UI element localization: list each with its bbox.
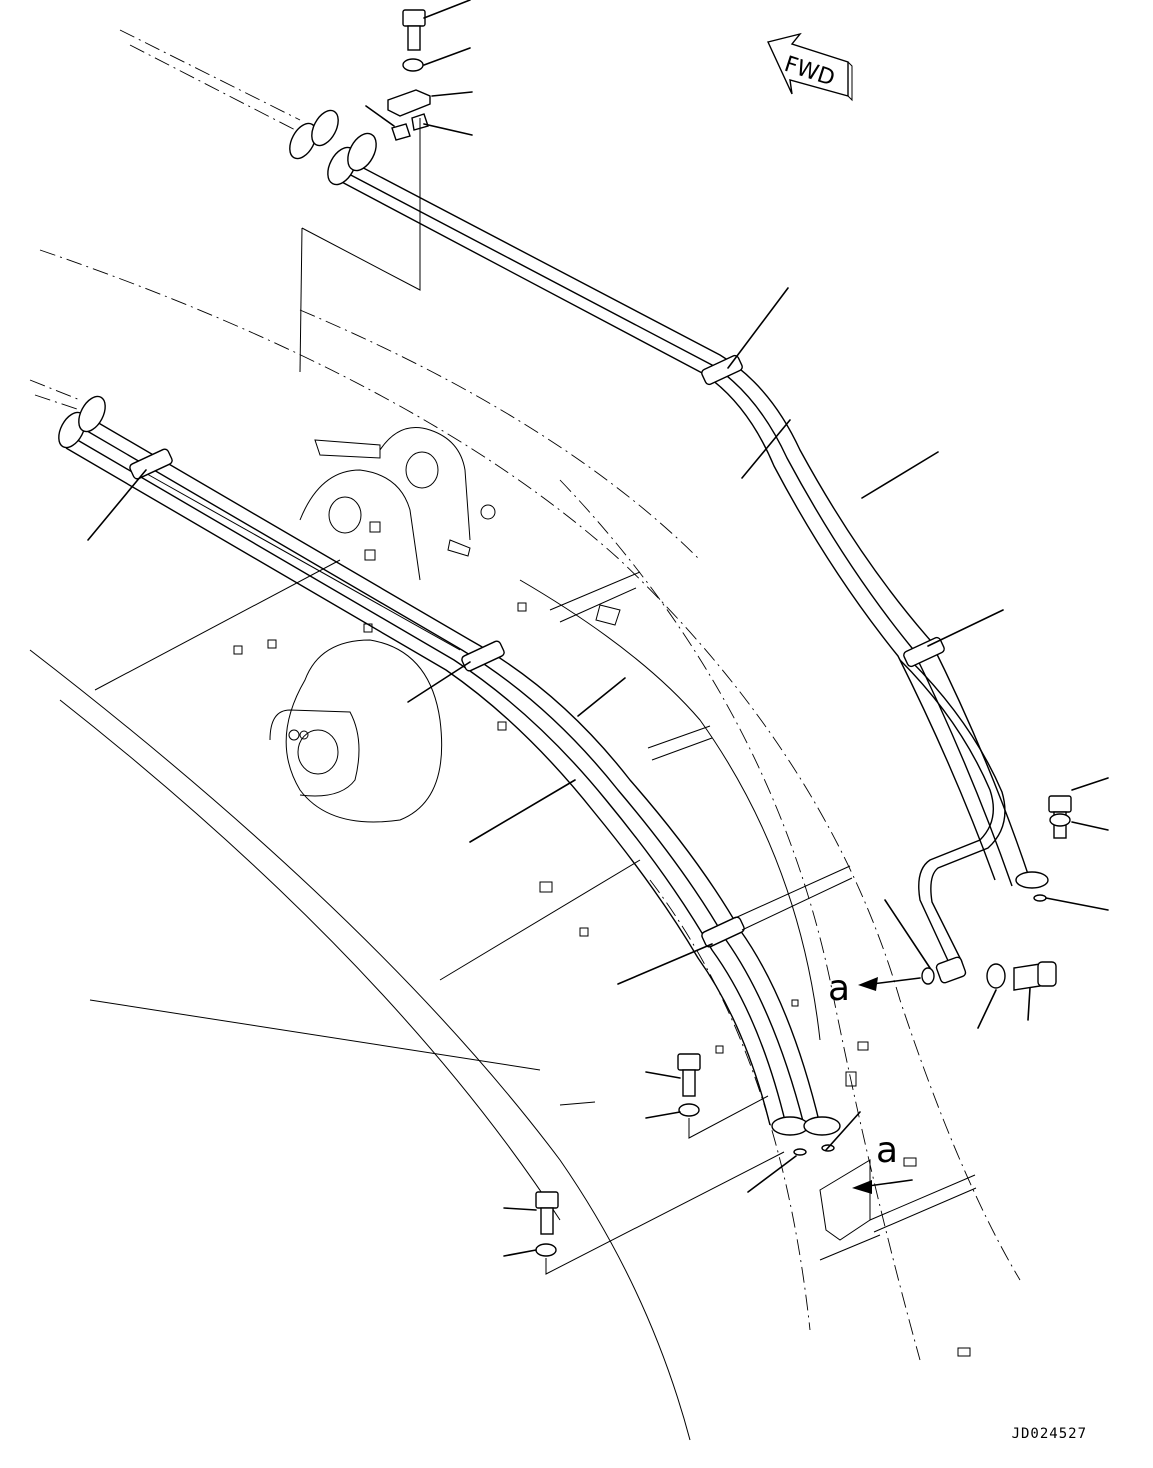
lower-hardware [535,1053,835,1257]
boom-outline [29,29,1021,1441]
boom-foot [269,427,496,823]
upper-pipe-pair [337,161,1031,966]
right-hardware [921,795,1072,991]
callout-a-label-lower: a [876,1130,898,1171]
callout-a-lower: a [852,1130,913,1194]
upper-flanges [289,109,377,186]
drawing-code: JD024527 [1011,1426,1087,1442]
upper-clamps [701,354,1049,984]
leader-lines [87,0,1109,1275]
fwd-arrow: FWD [767,32,853,102]
callout-a-upper: a [828,968,921,1009]
lower-pipe-pair [65,417,821,1126]
bracket-details [233,521,977,1357]
lower-clamps [129,448,745,948]
lower-flanges [58,395,841,1136]
callout-a-label-upper: a [828,968,850,1009]
top-hardware [387,9,431,141]
